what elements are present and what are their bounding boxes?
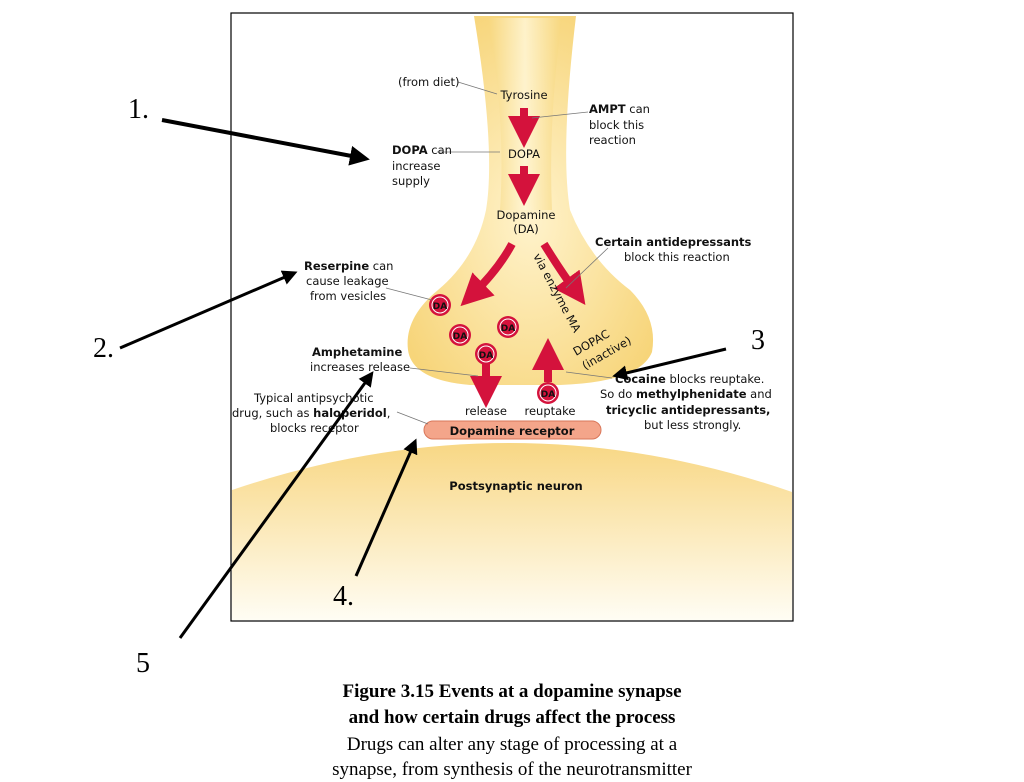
postsynaptic-neuron [232, 442, 792, 620]
antipsychotic-label-line3: blocks receptor [270, 421, 359, 435]
dopa-supply-line2: increase [392, 159, 440, 173]
receptor-label: Dopamine receptor [450, 424, 575, 438]
number-1: 1. [128, 94, 149, 125]
reserpine-label-line2: cause leakage [306, 274, 389, 288]
caption-title-line2: and how certain drugs affect the process [348, 707, 676, 728]
annotation-arrow-2 [119, 270, 298, 350]
svg-text:DA: DA [479, 351, 493, 361]
reserpine-label: Reserpine can [304, 259, 393, 273]
svg-text:DA: DA [453, 332, 467, 342]
antipsychotic-label-line2: drug, such as haloperidol, [232, 406, 390, 420]
reuptake-label: reuptake [524, 404, 575, 418]
annotation-arrow-3 [612, 347, 727, 381]
annotation-arrow-4 [354, 438, 418, 577]
annotation-arrow-5 [178, 371, 374, 639]
svg-text:DA: DA [501, 324, 515, 334]
antidepressants-label-line2: block this reaction [624, 250, 730, 264]
number-2: 2. [93, 333, 114, 364]
dopamine-to-dopac-arrow [540, 241, 586, 305]
ampt-label-line3: reaction [589, 133, 636, 147]
dopamine-abbrev-label: (DA) [513, 222, 539, 236]
release-label: release [465, 404, 507, 418]
reserpine-label-line3: from vesicles [310, 289, 386, 303]
number-4: 4. [333, 581, 354, 612]
amphetamine-label: Amphetamine [312, 345, 402, 359]
svg-text:DA: DA [433, 302, 447, 312]
dopamine-label: Dopamine [497, 208, 556, 222]
number-3: 3 [751, 325, 765, 356]
dopa-supply-line3: supply [392, 174, 430, 188]
dopa-label: DOPA [508, 147, 540, 161]
from-diet-label: (from diet) [398, 75, 459, 89]
methylphenidate-label: So do methylphenidate and [600, 387, 772, 401]
ampt-label-line2: block this [589, 118, 644, 132]
caption-title-line1: Figure 3.15 Events at a dopamine synapse [342, 681, 682, 702]
number-5: 5 [136, 648, 150, 679]
tricyclic-label: tricyclic antidepressants, [606, 403, 770, 417]
less-strongly-label: but less strongly. [644, 418, 741, 432]
ampt-label: AMPT can [589, 102, 650, 116]
dopamine-receptor [423, 420, 602, 440]
antidepressants-label: Certain antidepressants [595, 235, 752, 249]
svg-text:DA: DA [541, 390, 555, 400]
amphetamine-label-line2: increases release [310, 360, 410, 374]
da-molecule: DA [475, 343, 497, 365]
dopamine-to-vesicle-arrow [460, 242, 516, 307]
da-molecule: DA [537, 382, 559, 404]
da-molecule: DA [449, 324, 471, 346]
dopa-supply-label: DOPA can [392, 143, 452, 157]
caption-body-line1: Drugs can alter any stage of processing … [346, 734, 678, 755]
da-molecule: DA [429, 294, 451, 316]
cocaine-label: Cocaine blocks reuptake. [615, 372, 764, 386]
leader-lines [385, 81, 613, 425]
antipsychotic-label: Typical antipsychotic [253, 391, 374, 405]
caption-body-line2: synapse, from synthesis of the neurotran… [332, 759, 692, 780]
da-molecule: DA [497, 316, 519, 338]
tyrosine-label: Tyrosine [499, 88, 547, 102]
annotation-arrow-1 [161, 118, 370, 166]
postsynaptic-label: Postsynaptic neuron [449, 479, 582, 493]
